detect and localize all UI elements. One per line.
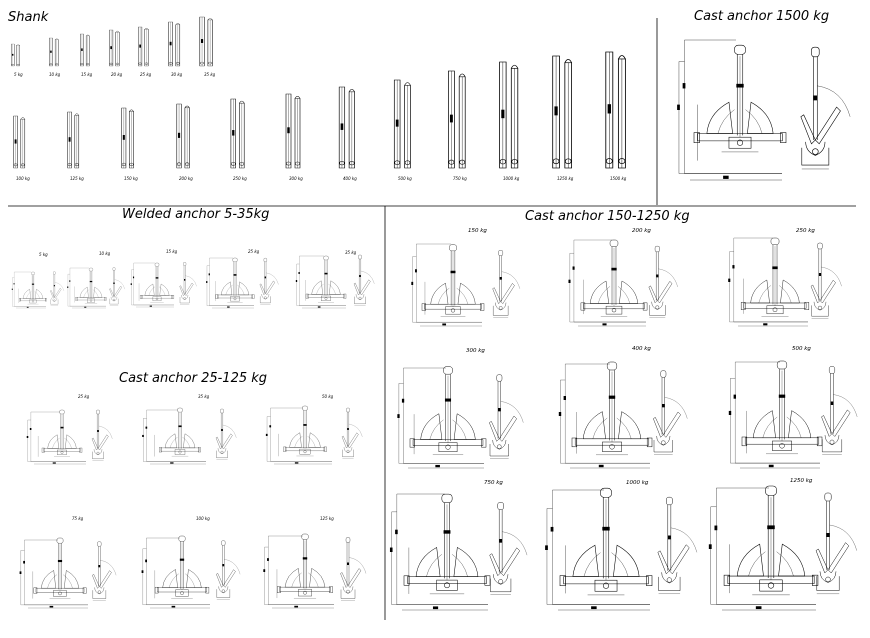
cast-small-weight-label: 35 kg <box>198 394 210 399</box>
shank-weight-label: 30 kg <box>171 72 183 77</box>
cast-small-anchor-item: 75 kg <box>19 516 117 609</box>
cast-small-weight-label: 50 kg <box>322 394 334 399</box>
section-title-cast-1500: Cast anchor 1500 kg <box>694 9 829 24</box>
section-title-cast-150-1250: Cast anchor 150-1250 kg <box>525 209 690 224</box>
shank-item: 20 kg <box>109 29 123 77</box>
cast-anchor-1500-drawing <box>676 39 851 181</box>
cast-large-anchor-item: 150 kg <box>411 228 521 327</box>
shank-item: 30 kg <box>168 21 183 77</box>
shank-item: 1250 kg <box>552 55 574 181</box>
cast-large-weight-label: 1250 kg <box>790 478 813 484</box>
shank-weight-label: 25 kg <box>140 72 152 77</box>
cast-large-anchor-item: 750 kg <box>389 480 528 611</box>
cast-large-weight-label: 750 kg <box>484 480 503 486</box>
cast-small-anchor-item: 100 kg <box>141 516 241 609</box>
shank-weight-label: 200 kg <box>179 176 193 181</box>
cast-large-anchor-item: 200 kg <box>568 228 679 327</box>
shank-weight-label: 150 kg <box>124 176 138 181</box>
cast-large-weight-label: 200 kg <box>632 228 651 234</box>
shank-weight-label: 500 kg <box>398 176 412 181</box>
shank-item: 300 kg <box>285 93 303 181</box>
cast-large-anchor-item: 400 kg <box>558 346 688 469</box>
welded-anchor-item: 35 kg <box>295 250 375 309</box>
shank-item: 10 kg <box>48 37 61 77</box>
cast-small-anchor-item: 125 kg <box>263 516 367 609</box>
shank-item: 1500 kg <box>605 51 627 181</box>
shank-weight-label: 20 kg <box>111 72 123 77</box>
shank-item: 100 kg <box>13 115 30 181</box>
shank-item: 400 kg <box>338 86 357 181</box>
shank-item: 35 kg <box>199 16 216 77</box>
welded-anchor-item: 10 kg <box>67 251 125 309</box>
shank-weight-label: 10 kg <box>49 72 61 77</box>
section-title-shank: Shank <box>8 10 49 25</box>
shank-weight-label: 100 kg <box>16 176 30 181</box>
cast-small-anchor-item: 50 kg <box>265 394 363 465</box>
shank-item: 200 kg <box>176 103 193 181</box>
cast-large-anchor-group: 150 kg 200 kg 250 kg 300 kg 400 kg <box>389 228 858 611</box>
cast-small-weight-label: 25 kg <box>78 394 90 399</box>
shank-weight-label: 35 kg <box>204 72 216 77</box>
welded-weight-label: 15 kg <box>166 249 178 254</box>
shank-row-2: 100 kg 125 kg 150 kg 200 kg 250 kg 300 k… <box>13 51 627 181</box>
cast-small-anchor-item: 25 kg <box>26 394 113 465</box>
shank-item: 5 kg <box>10 43 23 77</box>
cast-large-anchor-item: 1250 kg <box>708 478 858 611</box>
shank-item: 250 kg <box>230 98 247 181</box>
welded-weight-label: 10 kg <box>99 251 111 256</box>
cast-small-weight-label: 125 kg <box>320 516 334 521</box>
shank-weight-label: 15 kg <box>81 72 93 77</box>
shank-weight-label: 125 kg <box>70 176 84 181</box>
shank-weight-label: 750 kg <box>453 176 467 181</box>
shank-weight-label: 250 kg <box>233 176 247 181</box>
cast-large-weight-label: 150 kg <box>468 228 487 234</box>
shank-item: 15 kg <box>79 33 93 77</box>
welded-anchor-group: 5 kg 10 kg 15 kg 25 kg 35 kg <box>11 249 375 309</box>
cast-large-anchor-item: 300 kg <box>396 348 524 469</box>
shank-weight-label: 300 kg <box>289 176 303 181</box>
welded-anchor-item: 25 kg <box>205 249 279 309</box>
shank-item: 500 kg <box>393 79 412 181</box>
shank-item: 25 kg <box>138 26 152 77</box>
welded-weight-label: 5 kg <box>39 252 48 257</box>
shank-weight-label: 1000 kg <box>503 176 520 181</box>
cast-large-weight-label: 400 kg <box>632 346 651 352</box>
cast-large-weight-label: 500 kg <box>792 346 811 352</box>
cast-large-weight-label: 300 kg <box>466 348 485 354</box>
welded-anchor-item: 15 kg <box>130 249 197 308</box>
welded-weight-label: 25 kg <box>248 249 260 254</box>
cast-large-weight-label: 1000 kg <box>626 480 649 486</box>
cast-large-anchor-item: 1000 kg <box>544 480 698 611</box>
cast-large-anchor-item: 500 kg <box>728 346 858 469</box>
shank-weight-label: 400 kg <box>343 176 357 181</box>
cast-small-weight-label: 100 kg <box>196 516 210 521</box>
shank-item: 125 kg <box>67 111 84 181</box>
cast-large-weight-label: 250 kg <box>796 228 815 234</box>
shank-row-1: 5 kg 10 kg 15 kg 20 kg 25 kg 30 kg 35 kg <box>10 16 216 77</box>
welded-weight-label: 35 kg <box>345 250 357 255</box>
cast-small-anchor-group: 25 kg 35 kg 50 kg 75 kg 100 kg <box>19 394 367 609</box>
welded-anchor-item: 5 kg <box>11 252 65 309</box>
shank-weight-label: 1250 kg <box>557 176 574 181</box>
section-title-cast-25-125: Cast anchor 25-125 kg <box>119 371 267 386</box>
shank-weight-label: 1500 kg <box>610 176 627 181</box>
shank-item: 750 kg <box>447 70 467 181</box>
shank-item: 150 kg <box>121 107 138 181</box>
shank-item: 1000 kg <box>498 61 520 181</box>
shank-weight-label: 5 kg <box>14 72 23 77</box>
cast-small-weight-label: 75 kg <box>72 516 84 521</box>
cast-large-anchor-item: 250 kg <box>727 228 842 327</box>
section-title-welded: Welded anchor 5-35kg <box>122 207 269 222</box>
cast-small-anchor-item: 35 kg <box>141 394 237 465</box>
